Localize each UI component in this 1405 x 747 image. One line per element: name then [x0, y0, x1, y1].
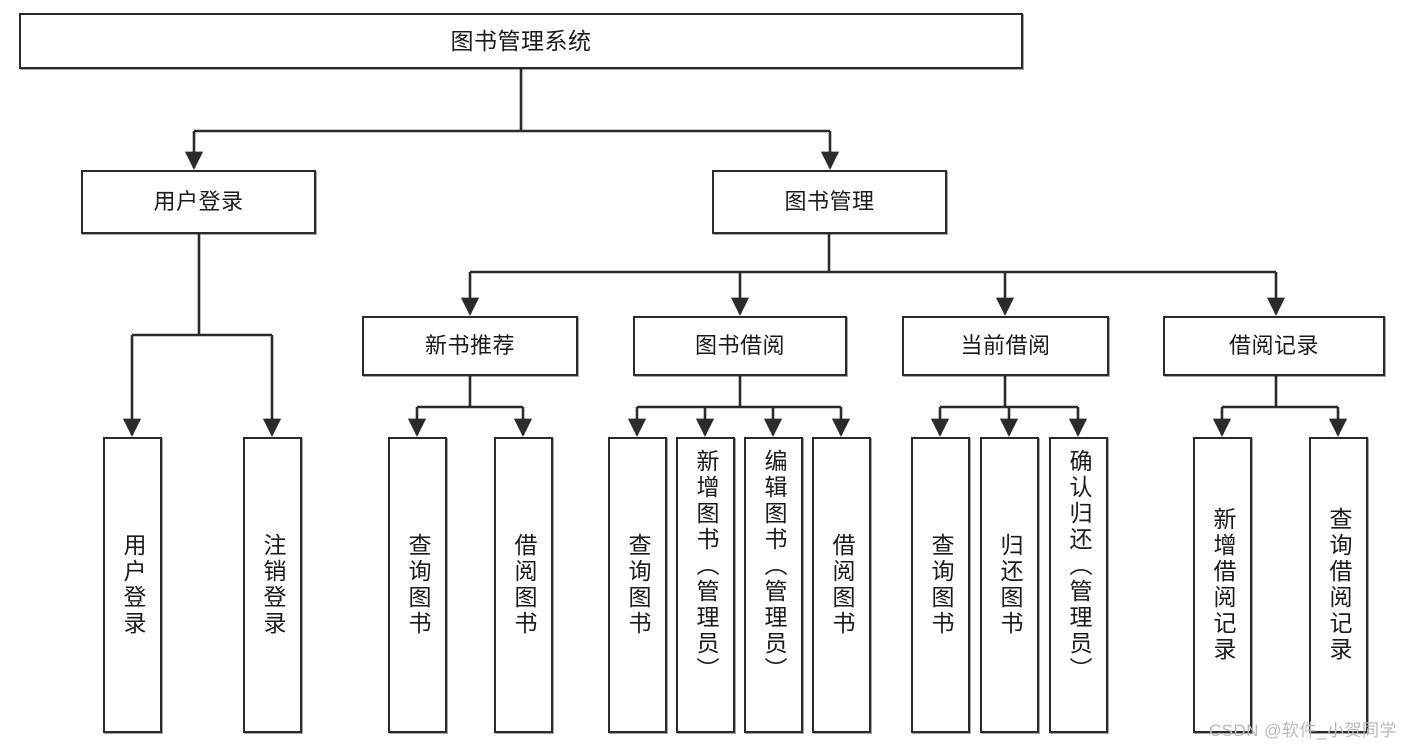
node-label: 注销登录 [260, 533, 286, 637]
node-label: 用户登录 [120, 533, 146, 637]
node-new-book-recommend[interactable]: 新书推荐 [362, 316, 578, 376]
leaf-add-book-admin[interactable]: 新增图书（管理员） [676, 437, 735, 733]
leaf-logout-login[interactable]: 注销登录 [243, 437, 302, 733]
node-label: 图书借阅 [694, 333, 785, 359]
node-root-book-management-system[interactable]: 图书管理系统 [19, 13, 1023, 69]
node-label: 借阅图书 [829, 533, 855, 637]
node-label: 图书管理 [784, 189, 875, 215]
leaf-user-login[interactable]: 用户登录 [103, 437, 162, 733]
node-label: 编辑图书（管理员） [761, 449, 787, 683]
node-current-borrow[interactable]: 当前借阅 [902, 316, 1109, 376]
node-book-borrow[interactable]: 图书借阅 [633, 316, 847, 376]
node-label: 新增借阅记录 [1210, 507, 1236, 663]
node-label: 归还图书 [997, 533, 1023, 637]
leaf-query-book-current[interactable]: 查询图书 [911, 437, 970, 733]
node-label: 借阅记录 [1228, 333, 1319, 359]
node-label: 借阅图书 [511, 533, 537, 637]
node-label: 查询图书 [405, 533, 431, 637]
leaf-borrow-book-recommend[interactable]: 借阅图书 [494, 437, 553, 733]
node-label: 确认归还（管理员） [1066, 449, 1092, 683]
node-user-login[interactable]: 用户登录 [81, 170, 316, 234]
leaf-add-borrow-record[interactable]: 新增借阅记录 [1193, 437, 1252, 733]
node-label: 查询借阅记录 [1326, 507, 1352, 663]
leaf-query-book-recommend[interactable]: 查询图书 [388, 437, 447, 733]
leaf-return-book[interactable]: 归还图书 [980, 437, 1039, 733]
node-label: 图书管理系统 [450, 27, 592, 54]
node-book-management[interactable]: 图书管理 [712, 170, 947, 234]
node-borrow-record[interactable]: 借阅记录 [1163, 316, 1385, 376]
node-label: 当前借阅 [960, 333, 1051, 359]
node-label: 查询图书 [625, 533, 651, 637]
node-label: 新书推荐 [424, 333, 515, 359]
csdn-watermark: CSDN @软件_小贺同学 [1208, 721, 1397, 740]
leaf-query-borrow-record[interactable]: 查询借阅记录 [1309, 437, 1368, 733]
leaf-query-book-borrow[interactable]: 查询图书 [608, 437, 667, 733]
leaf-edit-book-admin[interactable]: 编辑图书（管理员） [744, 437, 803, 733]
node-label: 新增图书（管理员） [693, 449, 719, 683]
node-label: 用户登录 [153, 189, 244, 215]
node-label: 查询图书 [928, 533, 954, 637]
leaf-borrow-book-borrow[interactable]: 借阅图书 [812, 437, 871, 733]
leaf-confirm-return-admin[interactable]: 确认归还（管理员） [1049, 437, 1108, 733]
